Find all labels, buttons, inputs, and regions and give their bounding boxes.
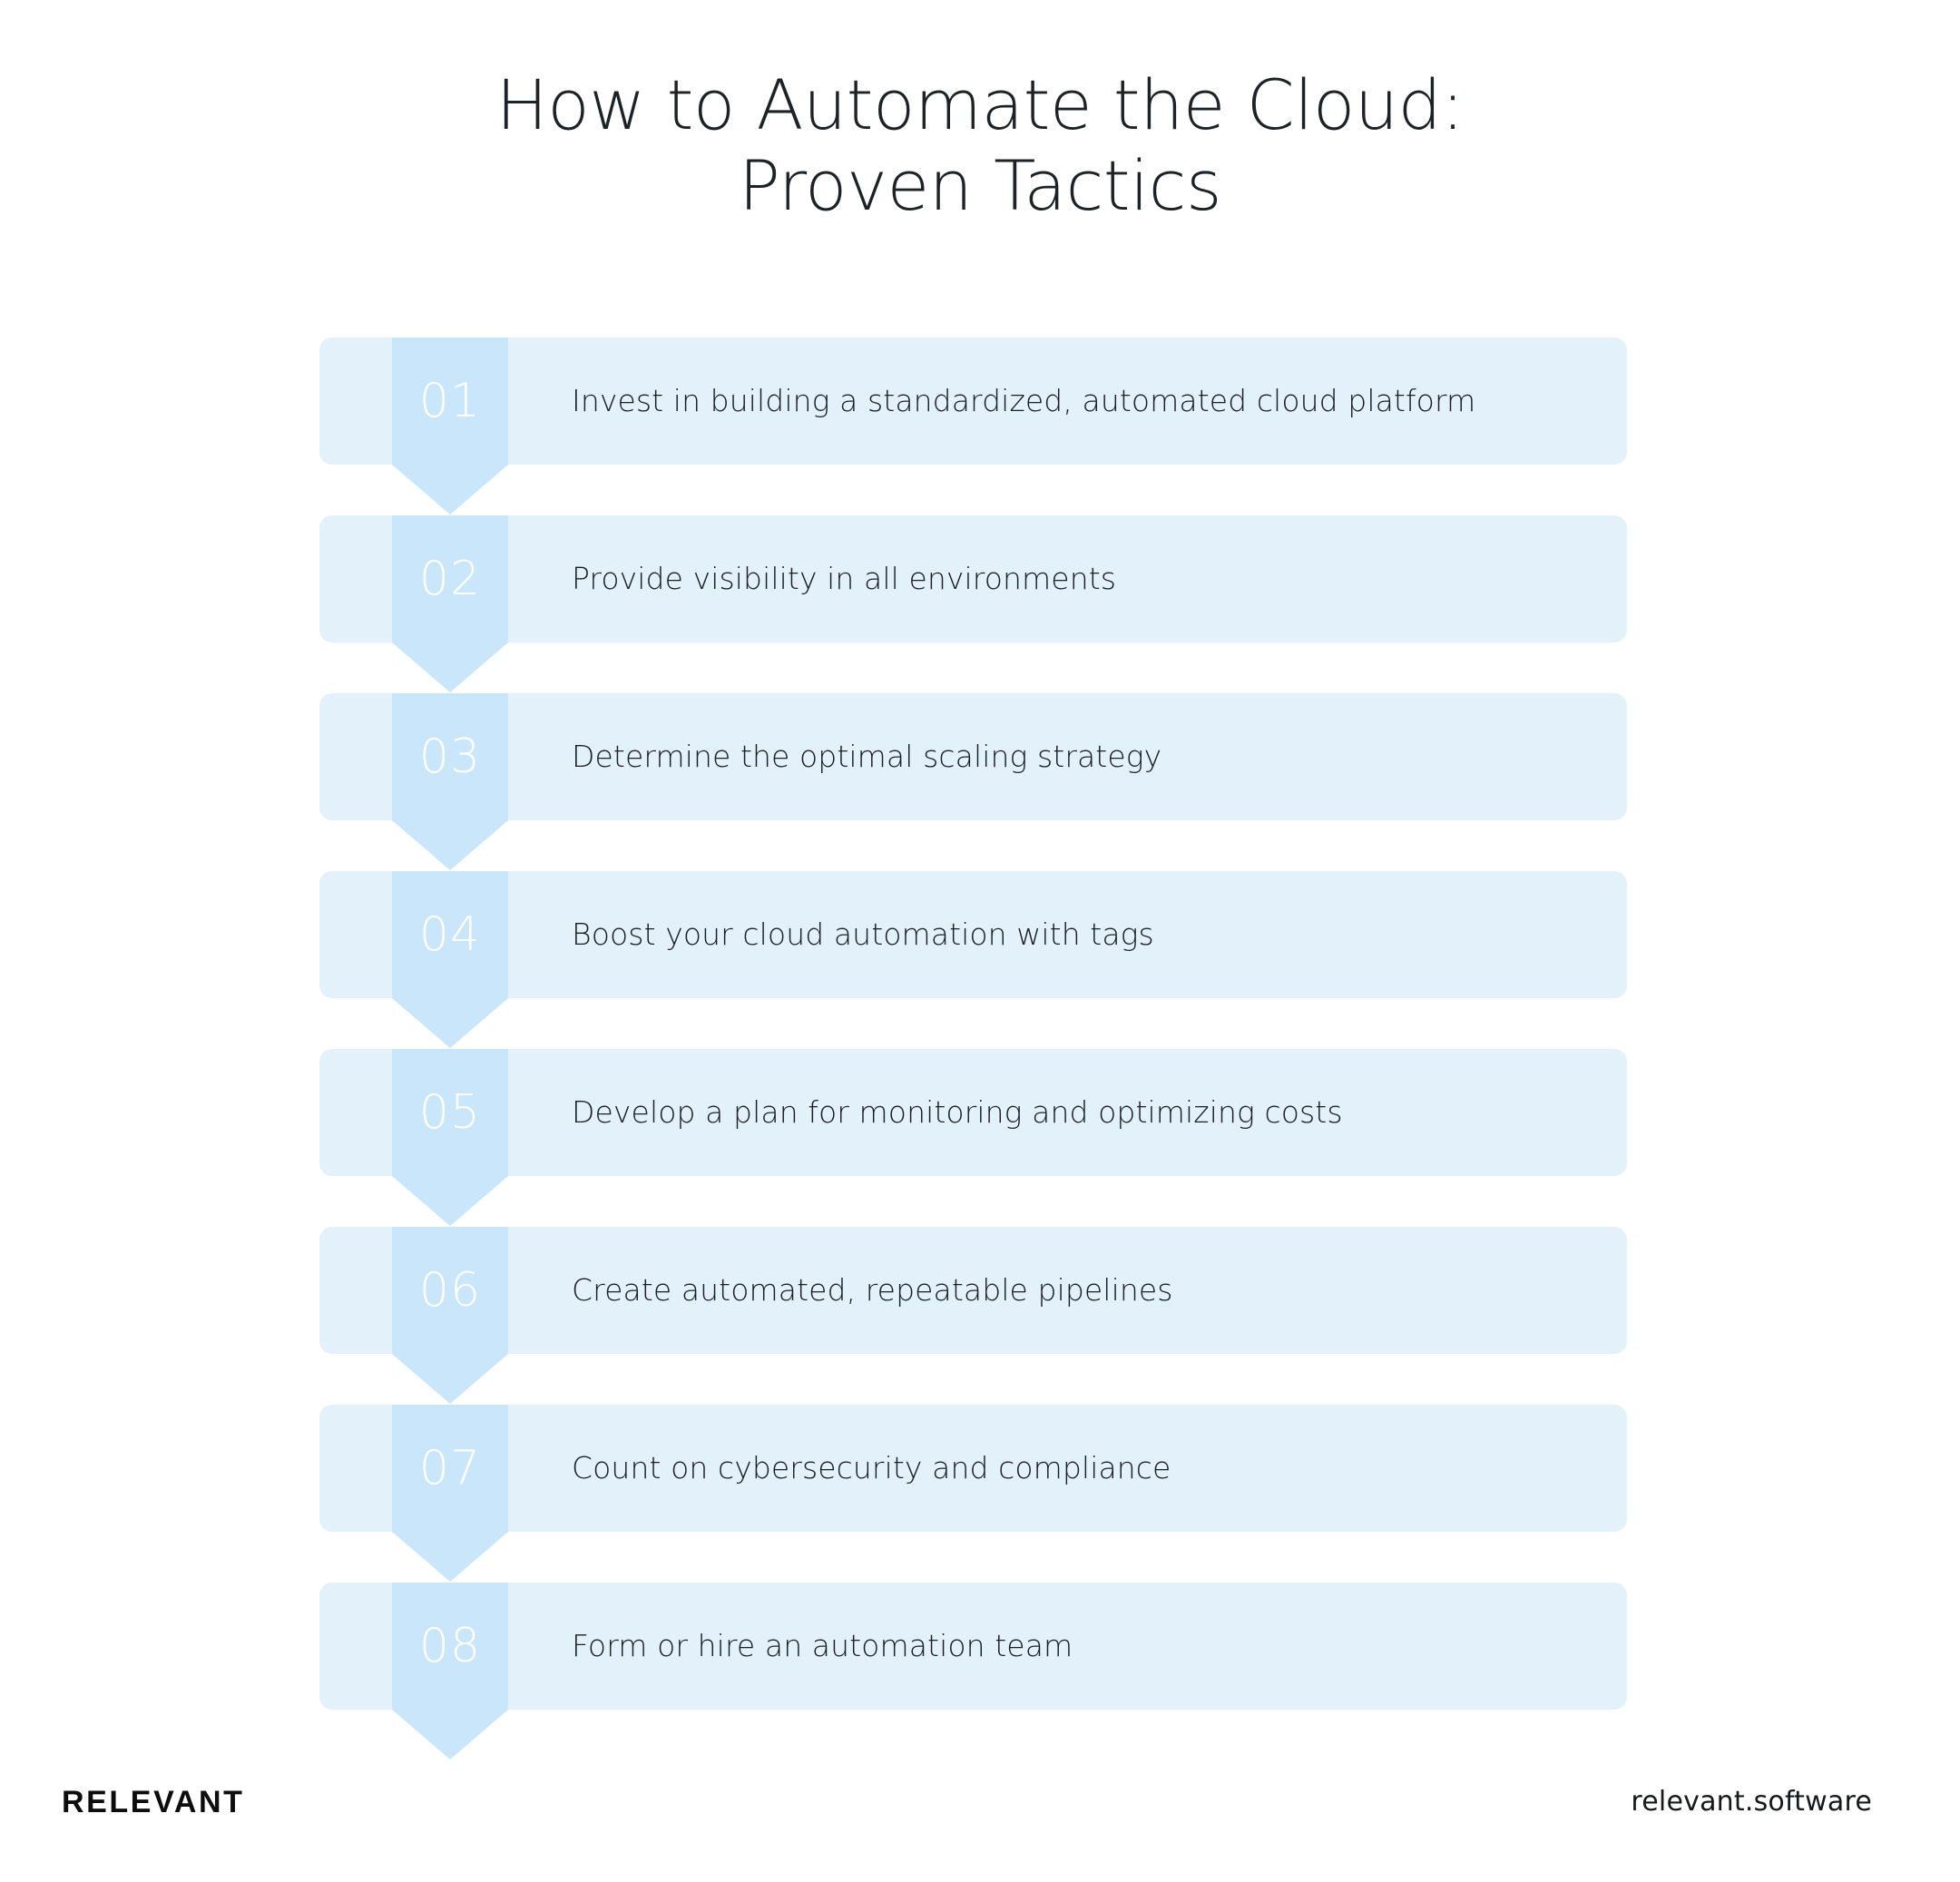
step-label: Create automated, repeatable pipelines: [572, 1271, 1173, 1308]
down-arrow-ribbon-icon: [392, 1049, 508, 1226]
step-bar: [319, 1583, 1627, 1710]
step-item-05: 05 Develop a plan for monitoring and opt…: [319, 1049, 1627, 1226]
down-arrow-ribbon-icon: [392, 693, 508, 870]
down-arrow-ribbon-icon: [392, 338, 508, 515]
step-label: Boost your cloud automation with tags: [572, 916, 1154, 952]
step-item-02: 02 Provide visibility in all environment…: [319, 515, 1627, 692]
page-title-line-1: How to Automate the Cloud:: [495, 64, 1465, 145]
step-label: Form or hire an automation team: [572, 1627, 1073, 1663]
footer: RELEVANT relevant.software: [0, 1780, 1960, 1835]
down-arrow-ribbon-icon: [392, 515, 508, 692]
page-title: How to Automate the Cloud: Proven Tactic…: [0, 64, 1960, 227]
step-bar: [319, 1049, 1627, 1176]
step-bar: [319, 871, 1627, 998]
step-label: Count on cybersecurity and compliance: [572, 1449, 1171, 1485]
down-arrow-ribbon-icon: [392, 1405, 508, 1582]
step-bar: [319, 693, 1627, 820]
steps-list: 01 Invest in building a standardized, au…: [319, 338, 1627, 1760]
step-label: Provide visibility in all environments: [572, 560, 1117, 596]
step-item-01: 01 Invest in building a standardized, au…: [319, 338, 1627, 515]
step-item-07: 07 Count on cybersecurity and compliance: [319, 1405, 1627, 1582]
step-item-04: 04 Boost your cloud automation with tags: [319, 871, 1627, 1048]
step-label: Invest in building a standardized, autom…: [572, 382, 1476, 418]
step-item-06: 06 Create automated, repeatable pipeline…: [319, 1227, 1627, 1404]
step-bar: [319, 515, 1627, 642]
step-label: Determine the optimal scaling strategy: [572, 738, 1162, 774]
website-url: relevant.software: [1631, 1786, 1872, 1818]
page-title-line-2: Proven Tactics: [738, 144, 1222, 226]
step-label: Develop a plan for monitoring and optimi…: [572, 1093, 1343, 1130]
down-arrow-ribbon-icon: [392, 1583, 508, 1759]
step-bar: [319, 1405, 1627, 1532]
down-arrow-ribbon-icon: [392, 871, 508, 1048]
step-bar: [319, 1227, 1627, 1354]
down-arrow-ribbon-icon: [392, 1227, 508, 1404]
step-item-03: 03 Determine the optimal scaling strateg…: [319, 693, 1627, 870]
step-bar: [319, 338, 1627, 465]
brand-logo: RELEVANT: [62, 1785, 245, 1819]
step-item-08: 08 Form or hire an automation team: [319, 1583, 1627, 1759]
